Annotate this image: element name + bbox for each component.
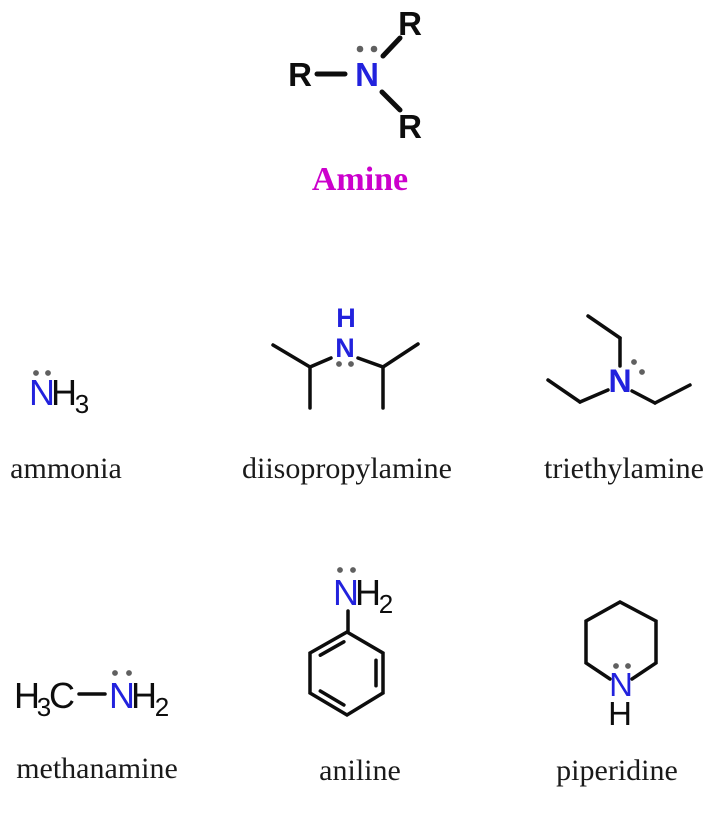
atom-label-r-top: R [398,5,422,42]
lone-pair-dot [348,361,354,367]
bond-line [578,388,610,404]
lone-pair-dot [639,369,645,375]
molecule-name-methanamine: methanamine [16,752,178,785]
atom-label-nitrogen: N [109,675,135,716]
atom-subscript: 2 [379,589,393,619]
bond-line [380,35,403,59]
atom-label-r-left: R [288,56,312,93]
lone-pair-dot [350,567,356,573]
bond-line [356,356,385,369]
bond-line [546,378,582,404]
atom-label-hydrogen: H [14,675,40,716]
atom-label-hydrogen: H [131,675,157,716]
lone-pair-dot [631,359,637,365]
lone-pair-dot [625,663,631,669]
diisopropylamine-structure: H N [260,300,440,415]
atom-label-hydrogen: H [51,372,77,413]
bond-line [379,89,403,113]
molecule-name-aniline: aniline [319,754,401,787]
atom-label-carbon: C [49,675,75,716]
methanamine-structure: H 3 C N H 2 [10,655,180,725]
lone-pair-dot [613,663,619,669]
bond-line [308,356,333,369]
lone-pair-dot [356,45,364,53]
lone-pair-dot [337,567,343,573]
methanamine-skeleton: H 3 C N H 2 [14,670,169,722]
double-bond-inner-line [318,640,346,657]
aniline-structure: N H 2 [290,555,420,730]
double-bond-inner-line [318,689,346,707]
atom-subscript: 3 [37,692,51,722]
molecule-name-triethylamine: triethylamine [544,452,704,485]
triethylamine-skeleton: N [546,314,692,405]
lone-pair-dot [33,370,39,376]
atom-label-r-bottom: R [398,108,422,145]
aniline-skeleton: N H 2 [308,567,393,718]
piperidine-skeleton: N H [584,600,658,732]
ammonia-skeleton: N H 3 [29,370,89,419]
atom-label-nitrogen: N [29,372,55,413]
benzene-ring [308,629,385,718]
piperidine-structure: N H [550,585,700,735]
atom-label-nitrogen: N [333,572,359,613]
atom-label-hydrogen: H [608,695,632,732]
molecule-name-diisopropylamine: diisopropylamine [242,452,452,485]
atom-label-hydrogen: H [336,303,356,333]
bond-line [630,389,657,405]
lone-pair-dot [45,370,51,376]
generic-amine-skeleton: R R N R [288,5,422,145]
lone-pair-dot [112,670,118,676]
atom-label-hydrogen: H [355,572,381,613]
lone-pair-dot [370,45,378,53]
molecule-name-piperidine: piperidine [556,754,678,787]
atom-subscript: 2 [155,692,169,722]
bond-line [271,343,312,369]
atom-label-nitrogen: N [335,333,355,363]
diisopropylamine-skeleton: H N [271,303,420,410]
molecule-name-ammonia: ammonia [10,452,122,485]
lone-pair-dot [126,670,132,676]
atom-label-nitrogen: N [608,363,631,399]
ring-bonds [584,600,658,681]
triethylamine-structure: N [540,310,700,410]
ammonia-structure: N H 3 [20,355,115,419]
diagram-title: Amine [311,161,409,198]
atom-subscript: 3 [75,389,89,419]
bond-line [381,342,420,369]
atom-label-nitrogen: N [355,56,379,93]
atom-label-nitrogen: N [609,666,633,703]
generic-amine-structure: R R N R [270,0,440,160]
bond-line [586,314,622,340]
lone-pair-dot [336,361,342,367]
bond-line [653,383,692,405]
